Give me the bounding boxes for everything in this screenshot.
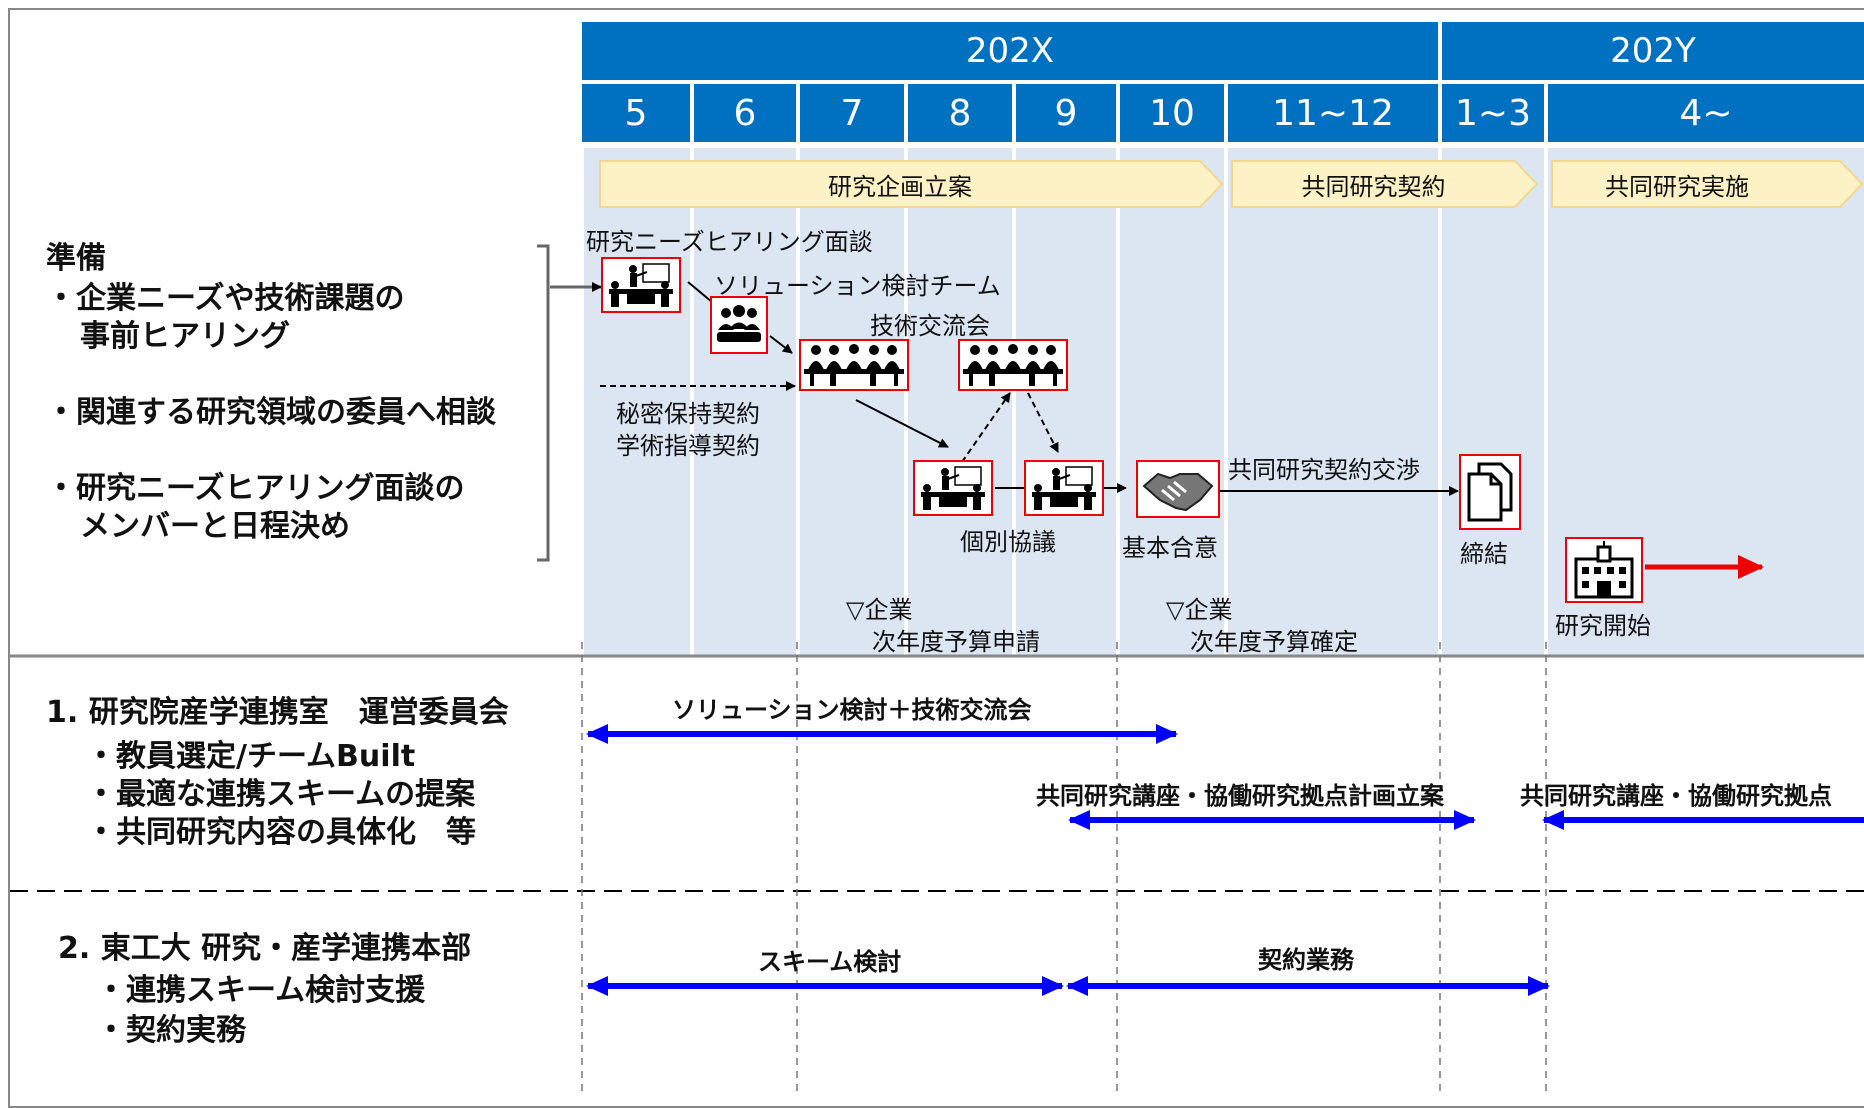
presentation-meeting-icon: [601, 257, 681, 313]
month-7: 7: [800, 84, 904, 142]
prep-item-1: ・企業ニーズや技術課題の: [46, 281, 405, 316]
phase-label-execution: 共同研究実施: [1605, 172, 1749, 201]
month-5: 5: [582, 84, 690, 142]
section2-item-1: ・連携スキーム検討支援: [96, 973, 426, 1008]
bar-label-consortium: 共同研究講座・協働研究拠点: [1520, 782, 1832, 810]
label-signing: 締結: [1460, 540, 1508, 568]
arrow-down-to-individual: [1027, 392, 1059, 453]
month-4: 4~: [1548, 84, 1864, 142]
label-budget-apply-1: ▽企業: [846, 596, 913, 624]
bar-label-solution-exchange: ソリューション検討＋技術交流会: [672, 696, 1032, 724]
arrow-exchange-to-individual: [855, 399, 949, 448]
label-tech-exchange: 技術交流会: [870, 312, 990, 340]
university-building-icon: [1565, 537, 1643, 603]
month-1-3: 1~3: [1442, 84, 1544, 142]
month-8: 8: [908, 84, 1012, 142]
section1-item-1: ・教員選定/チームBuilt: [86, 739, 416, 774]
contract-document-icon: [1459, 454, 1521, 530]
section1-item-2: ・最適な連携スキームの提案: [86, 777, 476, 812]
bar-label-contract: 契約業務: [1258, 946, 1354, 974]
bar-label-planning: 共同研究講座・協働研究拠点計画立案: [1036, 782, 1444, 810]
column-bg-5: [584, 148, 690, 656]
label-negotiation: 共同研究契約交渉: [1228, 456, 1420, 484]
prep-item-3: ・研究ニーズヒアリング面談の: [46, 471, 465, 506]
month-6: 6: [694, 84, 796, 142]
individual-meeting-icon: [913, 460, 993, 516]
label-solution-team: ソリューション検討チーム: [714, 272, 1001, 300]
section2-item-2: ・契約実務: [96, 1013, 246, 1048]
label-individual: 個別協議: [960, 528, 1056, 556]
tech-exchange-meeting-icon: [799, 339, 909, 391]
column-bg-6: [694, 148, 796, 656]
section1-item-3: ・共同研究内容の具体化 等: [86, 815, 476, 850]
prep-item-2: ・関連する研究領域の委員へ相談: [46, 395, 496, 430]
label-research-start: 研究開始: [1555, 612, 1651, 640]
tech-exchange-meeting-icon-2: [958, 339, 1068, 391]
label-academic-guidance: 学術指導契約: [616, 432, 760, 460]
section2-title: 2. 東工大 研究・産学連携本部: [58, 931, 472, 966]
phase-chevron-planning: [599, 160, 1224, 208]
prep-title: 準備: [46, 241, 106, 276]
column-bg-10: [1120, 148, 1224, 656]
label-budget-fix-1: ▽企業: [1166, 596, 1233, 624]
label-budget-apply-2: 次年度予算申請: [872, 628, 1040, 656]
arrow-individual-up: [961, 392, 1011, 463]
phase-label-planning: 研究企画立案: [828, 172, 972, 201]
phase-chevron-execution: [1551, 160, 1864, 208]
arrow-team-to-exchange: [769, 335, 793, 354]
prep-item-3b: メンバーと日程決め: [80, 509, 350, 544]
phase-label-contract: 共同研究契約: [1301, 172, 1446, 201]
prep-item-1b: 事前ヒアリング: [80, 319, 290, 354]
individual-meeting-icon-2: [1024, 460, 1104, 516]
column-bg-1-3: [1442, 148, 1544, 656]
month-11-12: 11~12: [1228, 84, 1438, 142]
month-10: 10: [1120, 84, 1224, 142]
section1-title: 1. 研究院産学連携室 運営委員会: [46, 695, 509, 730]
year-header-202x: 202X: [582, 22, 1438, 80]
column-bg-11-12: [1228, 148, 1438, 656]
phase-chevron-contract: [1231, 160, 1539, 208]
column-bg-8: [908, 148, 1012, 656]
bar-label-scheme: スキーム検討: [758, 948, 902, 976]
team-group-icon: [710, 296, 768, 354]
label-basic-agreement: 基本合意: [1122, 534, 1218, 562]
label-nda: 秘密保持契約: [616, 400, 760, 428]
handshake-icon: [1136, 460, 1220, 518]
label-hearing: 研究ニーズヒアリング面談: [586, 228, 873, 256]
column-bg-7: [800, 148, 904, 656]
label-budget-fix-2: 次年度予算確定: [1190, 628, 1358, 656]
prep-bracket: [537, 244, 550, 562]
arrow-hearing-to-team: [687, 281, 713, 303]
year-header-202y: 202Y: [1442, 22, 1864, 80]
month-9: 9: [1016, 84, 1116, 142]
